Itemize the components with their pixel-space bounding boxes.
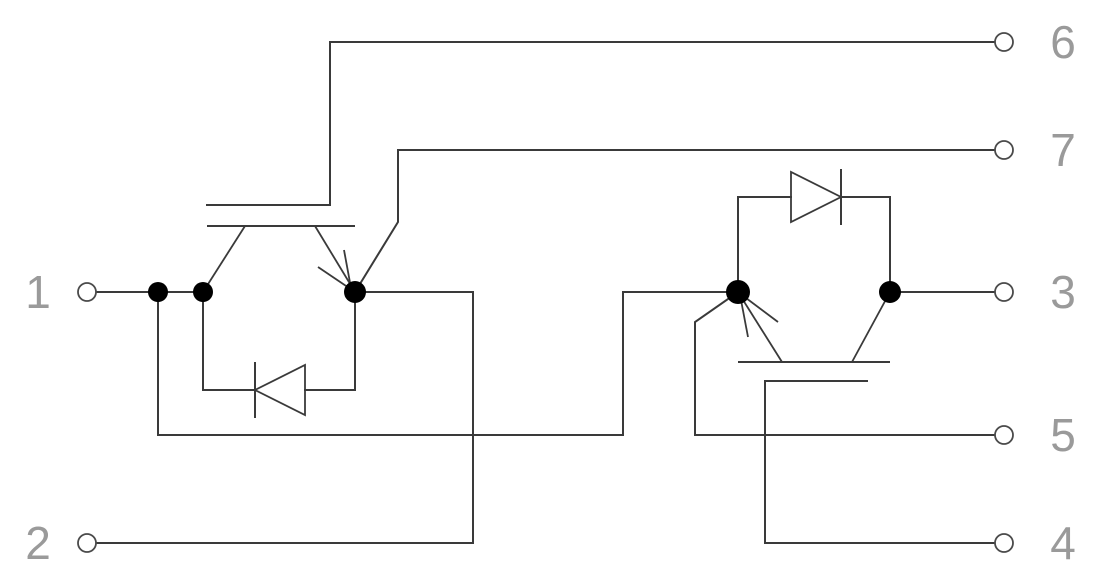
- igbt-q2-collector-lead: [851, 291, 891, 363]
- pin-label-5: 5: [1050, 409, 1076, 461]
- wire-pin5-bus-up-to-q2-emitter: [622, 291, 739, 436]
- igbt-q2-emitter-lead: [737, 291, 783, 363]
- diode-d2-triangle: [790, 170, 844, 224]
- terminal-circle-pin-1[interactable]: [77, 282, 97, 302]
- terminal-circle-pin-2[interactable]: [77, 533, 97, 553]
- wire-q2-diode-left-leg: [737, 196, 792, 293]
- wire-q2-emitter-to-pin5: [694, 290, 1005, 436]
- wire-q1-diode-left-leg: [202, 291, 256, 391]
- junction-dots-layer: [148, 280, 901, 304]
- pin-label-1: 1: [25, 266, 51, 318]
- junction-dot-q2-collector: [879, 281, 901, 303]
- wires-layer: [86, 41, 1005, 544]
- junction-dot-pin1-branch: [148, 282, 168, 302]
- terminal-circle-pin-4[interactable]: [994, 533, 1014, 553]
- wire-pin1-down-to-pin5-bus: [157, 291, 624, 436]
- wire-q2-diode-right-leg: [840, 196, 891, 293]
- diode-d2-symbol: [790, 169, 844, 225]
- terminal-circle-pin-5[interactable]: [994, 425, 1014, 445]
- terminal-circle-pin-7[interactable]: [994, 140, 1014, 160]
- terminal-circle-pin-3[interactable]: [994, 282, 1014, 302]
- igbt-q1-collector-lead: [202, 225, 246, 293]
- diode-d1-symbol: [252, 362, 306, 418]
- wire-q1-diode-right-leg: [304, 291, 356, 391]
- pin-label-4: 4: [1050, 517, 1076, 569]
- pin-labels-layer: 1 2 3 4 5 6 7: [25, 16, 1076, 569]
- pin-label-7: 7: [1050, 124, 1076, 176]
- diode-d1-triangle: [252, 363, 306, 417]
- wire-gate2-to-pin4: [764, 380, 1005, 544]
- igbt-q1-emitter-arrow-stem: [343, 249, 352, 289]
- pin-label-3: 3: [1050, 266, 1076, 318]
- terminal-circle-pin-6[interactable]: [994, 32, 1014, 52]
- wire-gate1-to-pin6: [206, 41, 1005, 206]
- igbt-q2-symbol: [737, 291, 891, 382]
- igbt-q2-emitter-arrow-stem: [740, 299, 749, 338]
- junction-dot-q1-emitter: [344, 281, 366, 303]
- terminals-layer: [77, 32, 1014, 553]
- pin-label-2: 2: [25, 517, 51, 569]
- pin-label-6: 6: [1050, 16, 1076, 68]
- wire-q1-emitter-to-pin2: [86, 291, 474, 544]
- junction-dot-q2-emitter: [726, 280, 750, 304]
- igbt-q1-symbol: [202, 204, 356, 293]
- wire-pin7-to-q1-emitter: [353, 149, 1005, 294]
- igbt-q1-emitter-lead: [314, 225, 356, 293]
- junction-dot-q1-collector: [193, 282, 213, 302]
